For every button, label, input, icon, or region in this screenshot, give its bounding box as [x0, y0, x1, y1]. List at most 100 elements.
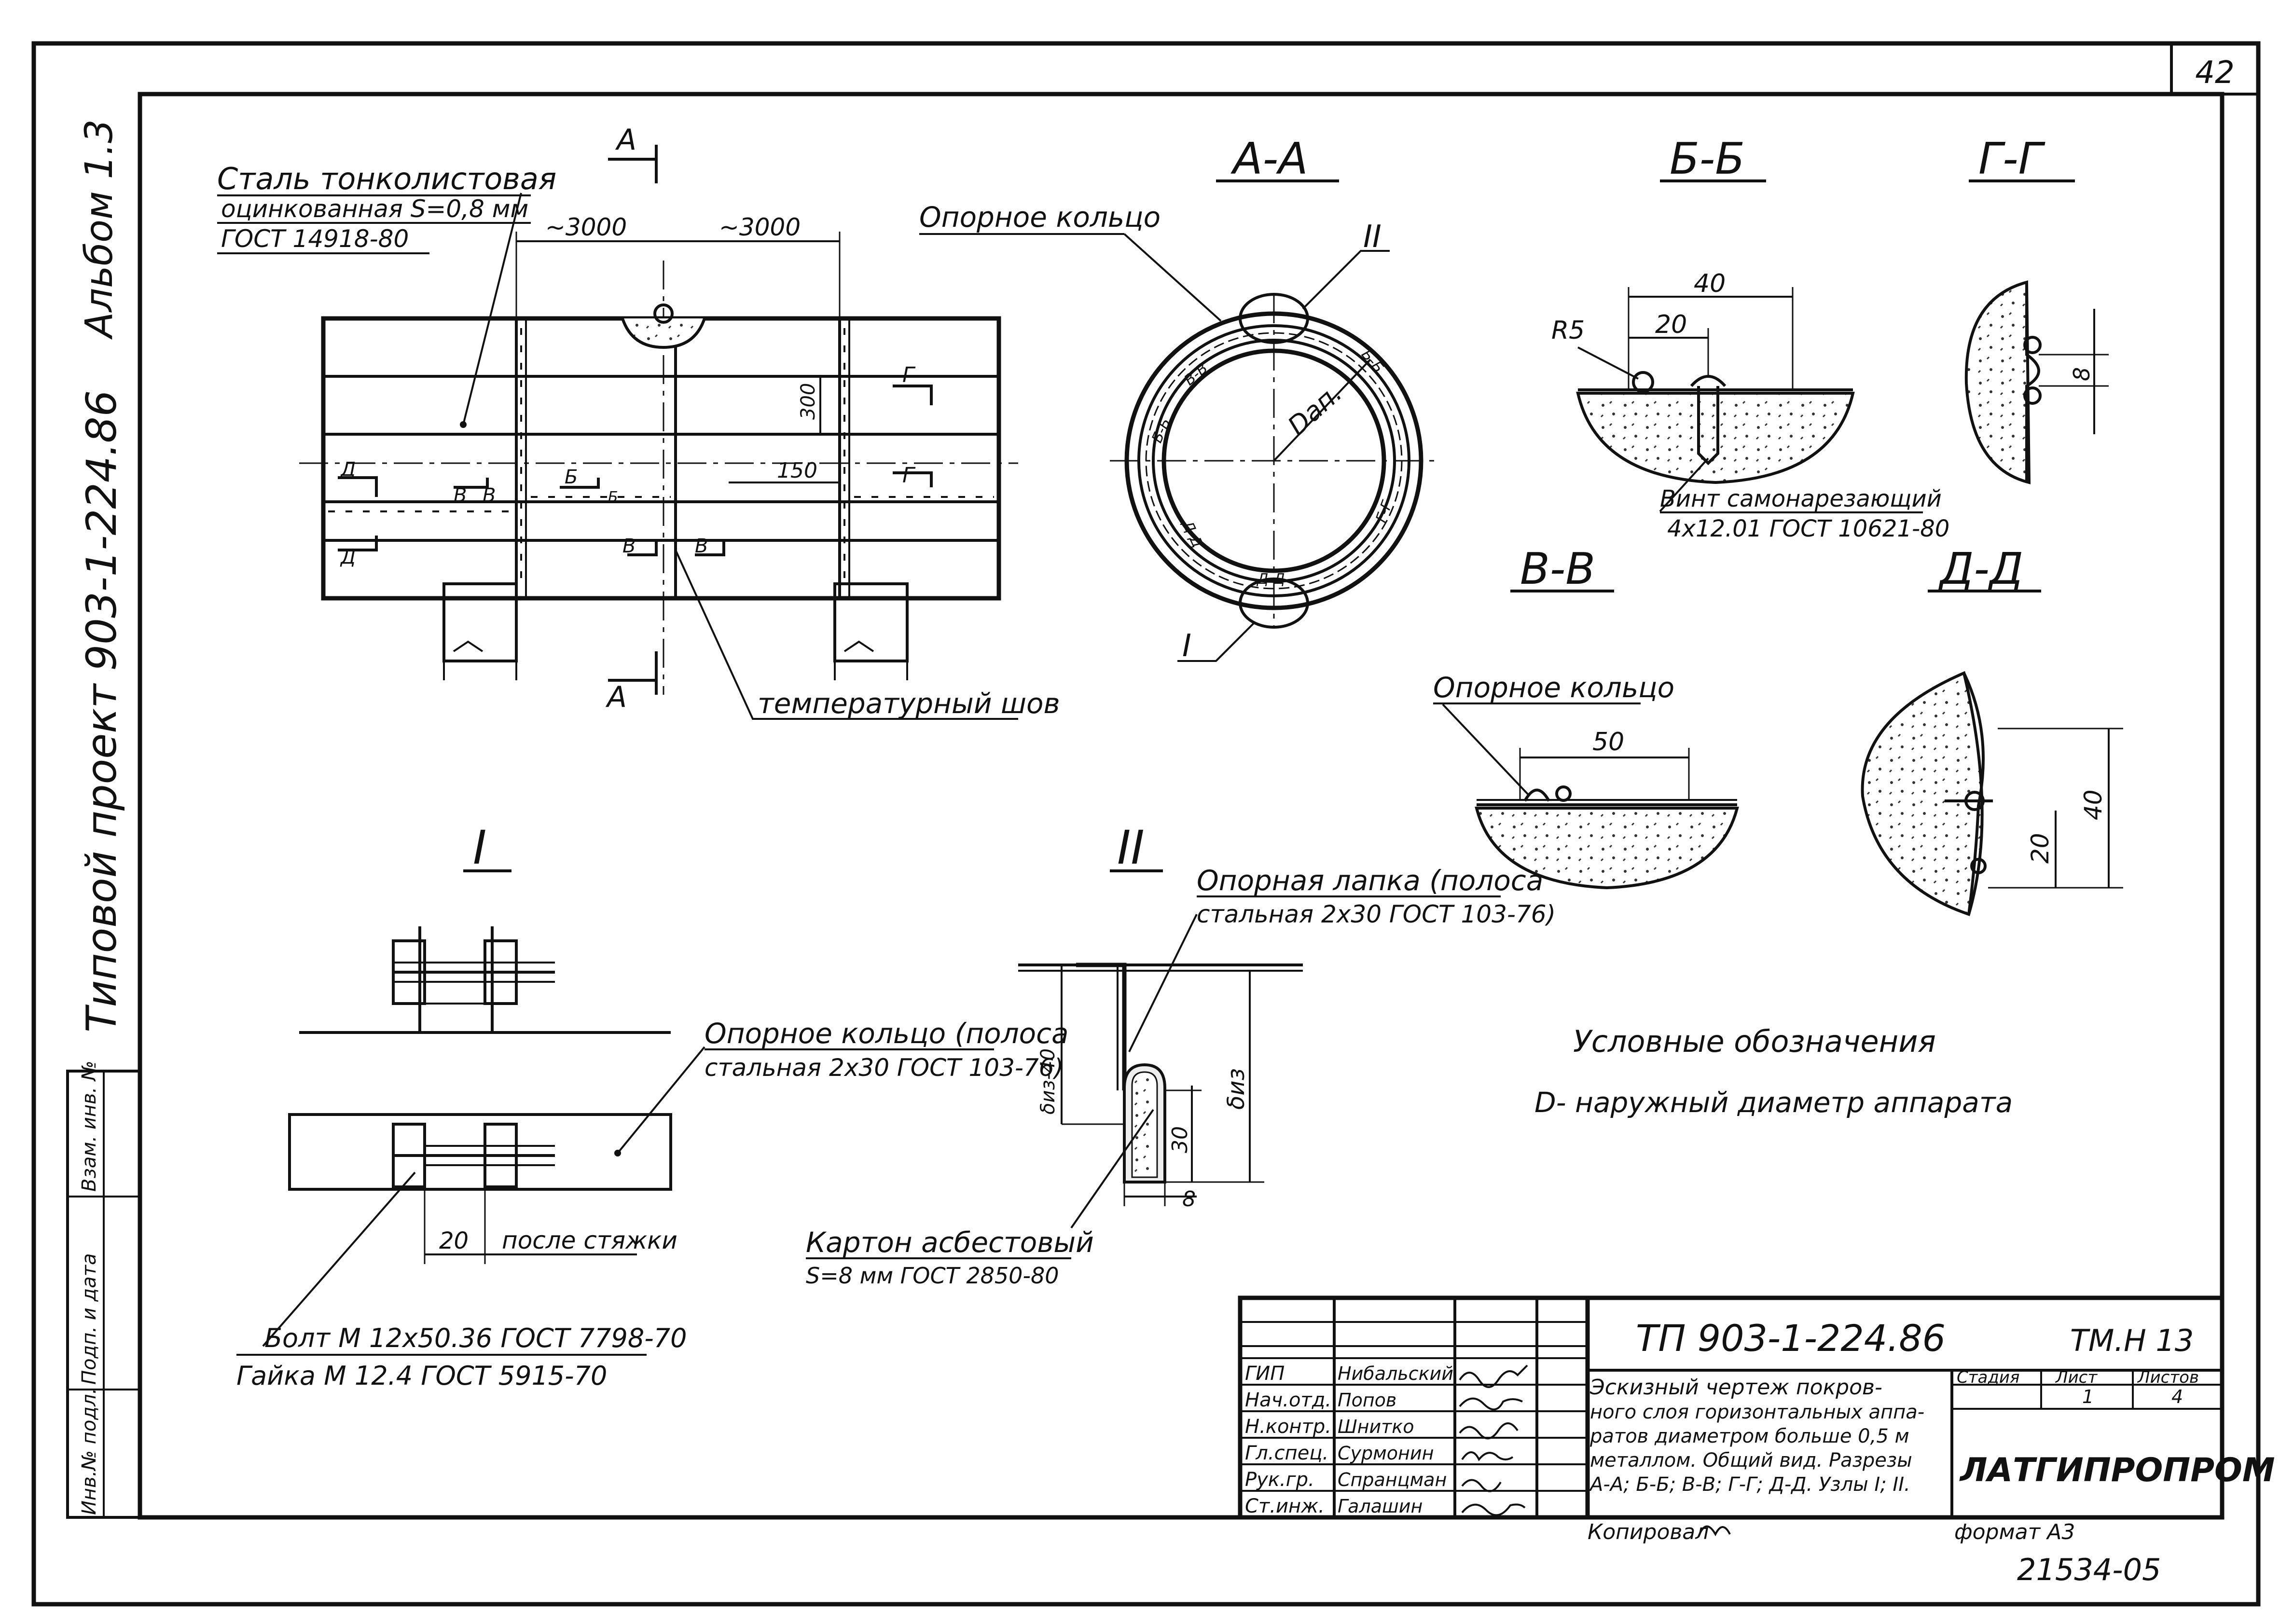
section-aa-title: А-А [1230, 134, 1308, 184]
node-ii-marker: II [1363, 219, 1382, 255]
node-ii-dim-30: 30 [1168, 1126, 1192, 1153]
dim-3000-left: ~3000 [545, 213, 627, 241]
section-aa-diameter-label: Dап. [1282, 378, 1348, 441]
ring-label-bb-2: Б-Б [1358, 346, 1387, 376]
title-role-head: Нач.отд. [1245, 1389, 1331, 1411]
legend-title: Условные обозначения [1573, 1024, 1936, 1059]
title-code: ТП 903-1-224.86 [1636, 1317, 1946, 1360]
section-mark-a-bottom: А [605, 680, 627, 714]
section-bb-screw-callout-2: 4х12.01 ГОСТ 10621-80 [1667, 515, 1949, 542]
title-sheet-code: ТМ.Н 13 [2070, 1323, 2194, 1358]
node-i-ring-callout-2: стальная 2х30 ГОСТ 103-76) [705, 1054, 1064, 1082]
section-bb-radius: R5 [1551, 316, 1585, 345]
section-vv-ring-callout: Опорное кольцо [1433, 671, 1674, 704]
title-desc-line3: ратов диаметром больше 0,5 м [1589, 1425, 1909, 1447]
section-dd-drawing [1861, 671, 2123, 916]
page-number: 42 [2195, 55, 2234, 91]
copied-signature [1698, 1525, 1731, 1537]
node-i-after-tightening: после стяжки [502, 1226, 677, 1254]
title-block [1238, 1295, 2225, 1520]
section-vv-drawing [1442, 703, 1739, 890]
node-ii-cardboard-callout-2: S=8 мм ГОСТ 2850-80 [806, 1263, 1059, 1289]
dim-3000-right: ~3000 [719, 213, 801, 241]
section-gg-dim-8: 8 [2069, 367, 2095, 381]
title-role-chief: Гл.спец. [1245, 1442, 1328, 1464]
section-mark-g-2: Г [902, 463, 916, 488]
title-desc-line1: Эскизный чертеж покров- [1589, 1375, 1882, 1400]
node-i-ring-callout-1: Опорное кольцо (полоса [705, 1017, 1069, 1050]
node-i-title: I [473, 821, 486, 875]
title-name-1: Нибальский [1338, 1363, 1453, 1384]
title-signatures [1459, 1364, 1528, 1516]
title-desc-line5: А-А; Б-Б; В-В; Г-Г; Д-Д. Узлы I; II. [1589, 1473, 1910, 1496]
section-gg-drawing [1964, 280, 2109, 484]
node-ii-lug-callout-1: Опорная лапка (полоса [1197, 864, 1543, 897]
section-mark-d-2: Д [340, 546, 356, 568]
section-dd-dim-40: 40 [2079, 789, 2107, 820]
title-inventory: 21534-05 [2017, 1552, 2161, 1587]
title-sheet-value: 1 [2082, 1386, 2094, 1407]
title-name-6: Галашин [1338, 1496, 1423, 1517]
section-bb-title: Б-Б [1670, 134, 1745, 184]
side-stamp-strip: Инв.№ подл. Подп. и дата Взам. инв. № [66, 1060, 141, 1519]
node-ii-dim-8: 8 [1182, 1187, 1196, 1211]
title-desc-line2: ного слоя горизонтальных аппа- [1590, 1401, 1924, 1423]
section-dd-dim-20: 20 [2026, 833, 2054, 864]
title-name-5: Спранцман [1338, 1469, 1447, 1490]
section-gg-title: Г-Г [1978, 134, 2046, 184]
title-sheets-value: 4 [2171, 1386, 2183, 1407]
title-stage-header: Стадия [1957, 1368, 2019, 1387]
section-bb-dim-20: 20 [1655, 310, 1687, 339]
section-aa-ring-callout: Опорное кольцо [919, 201, 1161, 234]
title-desc-line4: металлом. Общий вид. Разрезы [1590, 1449, 1912, 1472]
section-mark-b-1: Б [565, 466, 578, 488]
title-copied: Копировал [1588, 1520, 1709, 1544]
title-sheet-header: Лист [2055, 1368, 2098, 1387]
dim-300: 300 [797, 383, 819, 420]
legend-item: D- наружный диаметр аппарата [1534, 1086, 2013, 1119]
side-project-label: Типовой проект 903-1-224.86 [78, 390, 126, 1032]
section-dd-title: Д-Д [1938, 544, 2023, 594]
section-bb-screw-callout-1: Винт самонарезающий [1660, 485, 1942, 512]
title-name-4: Сурмонин [1338, 1443, 1434, 1464]
section-mark-v-1: В [454, 484, 467, 507]
node-i-marker: I [1182, 628, 1191, 664]
section-vv-dim-50: 50 [1592, 728, 1624, 757]
section-bb-drawing [1576, 287, 1855, 512]
sheet-frame [31, 41, 2261, 1607]
node-i-drawing [262, 926, 705, 1347]
node-i-bolt-callout-1: Болт М 12х50.36 ГОСТ 7798-70 [264, 1323, 687, 1353]
section-aa-drawing [1110, 250, 1438, 662]
node-ii-lug-callout-2: стальная 2х30 ГОСТ 103-76) [1197, 900, 1556, 928]
title-role-control: Н.контр. [1245, 1416, 1331, 1438]
title-name-2: Попов [1338, 1390, 1396, 1411]
title-role-engineer: Ст.инж. [1245, 1495, 1325, 1517]
material-callout-line1: Сталь тонколистовая [217, 161, 556, 196]
section-mark-d-1: Д [340, 458, 356, 481]
stamp-sign-label: Подп. и дата [78, 1253, 100, 1385]
section-mark-v-4: В [695, 535, 708, 557]
material-callout-line3: ГОСТ 14918-80 [221, 225, 409, 253]
title-name-3: Шнитко [1338, 1416, 1414, 1437]
title-organization: ЛАТГИПРОПРОМ [1959, 1451, 2275, 1489]
node-ii-cardboard-callout-1: Картон асбестовый [806, 1226, 1094, 1259]
stamp-replace-label: Взам. инв. № [78, 1060, 100, 1192]
section-mark-b-2: Б [608, 489, 618, 506]
title-role-gip: ГИП [1245, 1363, 1285, 1385]
section-mark-g-1: Г [902, 363, 916, 387]
node-ii-dim-biz: δиз [1223, 1068, 1250, 1110]
section-mark-v-3: В [622, 535, 636, 557]
temperature-seam-callout: температурный шов [758, 687, 1060, 720]
main-view-drawing [299, 145, 1018, 720]
material-callout-line2: оцинкованная S=0,8 мм [221, 195, 528, 223]
ring-label-vv: В-В [1181, 360, 1211, 389]
section-mark-v-2: В [483, 484, 496, 507]
title-sheets-header: Листов [2137, 1368, 2199, 1387]
side-album-label: Альбом 1.3 [78, 119, 121, 340]
node-i-dim-20: 20 [439, 1227, 469, 1254]
section-bb-dim-40: 40 [1694, 269, 1726, 298]
node-ii-title: II [1117, 821, 1145, 875]
title-role-group: Рук.гр. [1245, 1469, 1314, 1491]
dim-150: 150 [777, 458, 817, 483]
